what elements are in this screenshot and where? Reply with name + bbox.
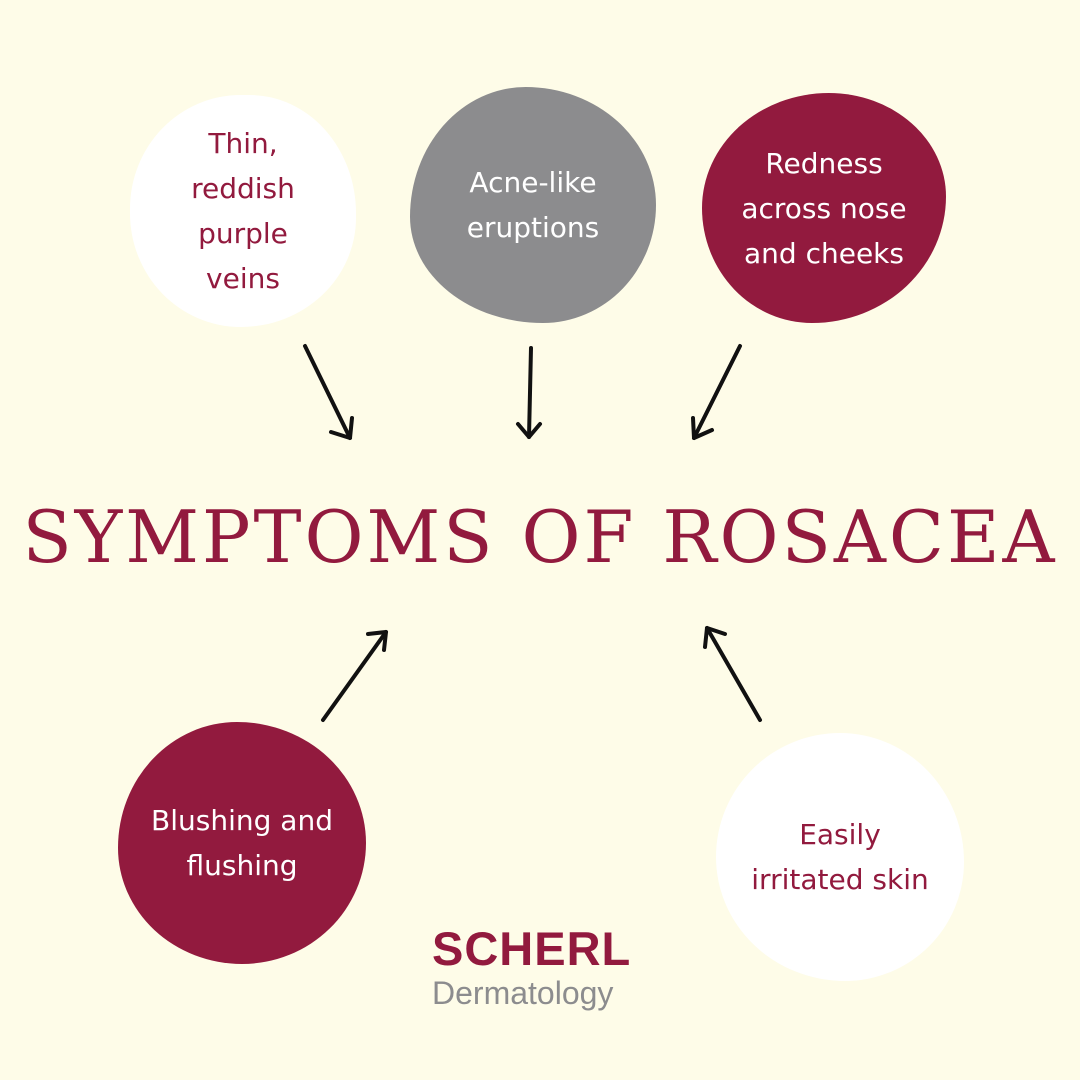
arrow-down-left-icon [691, 344, 742, 440]
brand-logo: SCHERL Dermatology [432, 922, 652, 1012]
symptom-line: across nose [741, 191, 907, 225]
symptom-line: irritated skin [751, 863, 929, 896]
symptom-bubble-veins: Thin, reddish purple veins [130, 95, 356, 327]
arrow-up-right-icon [321, 630, 388, 722]
symptom-bubble-irritated-skin: Easily irritated skin [716, 733, 964, 981]
arrow-up-left-icon [703, 626, 762, 722]
logo-subtitle: Dermatology [432, 975, 614, 1011]
symptom-line: Acne-like [469, 166, 597, 199]
symptom-line: Easily [799, 818, 881, 851]
symptom-line: Blushing and [151, 804, 333, 837]
symptom-line: flushing [186, 849, 298, 882]
symptom-line: eruptions [466, 211, 600, 244]
arrow-down-right-icon [303, 344, 354, 440]
symptom-bubble-redness: Redness across nose and cheeks [702, 93, 946, 323]
symptom-line: veins [206, 262, 280, 295]
symptom-bubble-blushing: Blushing and flushing [118, 722, 366, 964]
symptom-line: purple [198, 217, 288, 250]
symptom-line: reddish [191, 172, 295, 205]
page-title: SYMPTOMS OF ROSACEA [22, 495, 1058, 579]
arrow-down-icon [516, 346, 542, 439]
symptom-line: and cheeks [744, 236, 904, 270]
symptom-line: Redness [765, 146, 883, 180]
logo-name: SCHERL [432, 922, 632, 975]
symptom-line: Thin, [208, 127, 278, 160]
symptom-bubble-acne: Acne-like eruptions [410, 87, 656, 323]
